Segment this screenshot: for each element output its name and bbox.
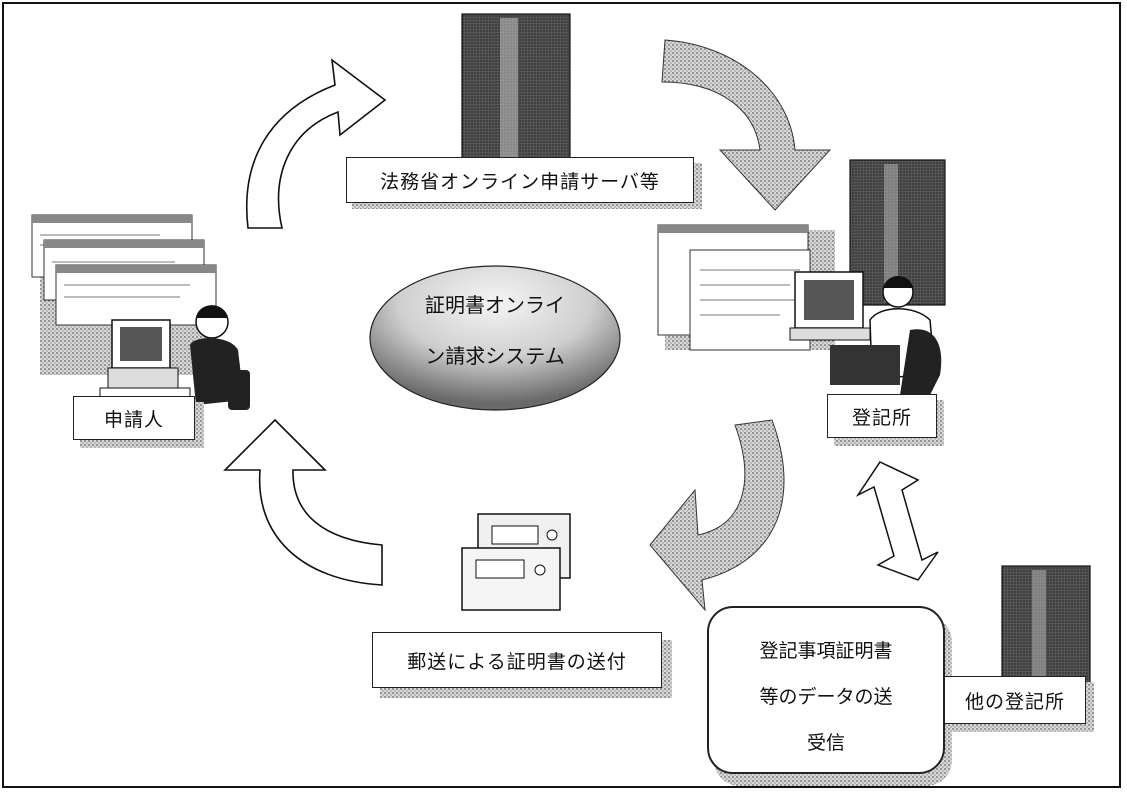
- server-label: 法務省オンライン申請サーバ等: [346, 157, 694, 203]
- data-exchange-line3: 受信: [806, 732, 845, 754]
- registry-label: 登記所: [827, 394, 937, 438]
- arrow-mail-to-applicant: [223, 418, 383, 586]
- applicant-person-icon: [99, 305, 250, 410]
- registry-person-icon: [789, 271, 942, 395]
- other-registry-label: 他の登記所: [944, 676, 1086, 724]
- center-system-label-line2: ン請求システム: [425, 344, 565, 368]
- arrow-registry-to-mail: [649, 419, 785, 612]
- mail-label: 郵送による証明書の送付: [372, 632, 662, 688]
- certificates-icon: [461, 513, 571, 611]
- data-exchange-line1: 登記事項証明書: [759, 640, 893, 662]
- other-registry-server-icon: [1001, 565, 1091, 685]
- center-system-label-line1: 証明書オンライ: [425, 293, 565, 317]
- data-exchange-line2: 等のデータの送: [759, 686, 893, 708]
- applicant-label: 申請人: [73, 396, 195, 440]
- arrow-server-to-registry: [661, 39, 832, 211]
- server-tower-icon: [461, 13, 571, 163]
- arrow-applicant-to-server: [246, 58, 387, 229]
- center-system-ellipse: [369, 265, 621, 411]
- double-arrow-registry-exchange: [855, 461, 939, 581]
- data-exchange-box: 登記事項証明書 等のデータの送 受信: [707, 606, 945, 774]
